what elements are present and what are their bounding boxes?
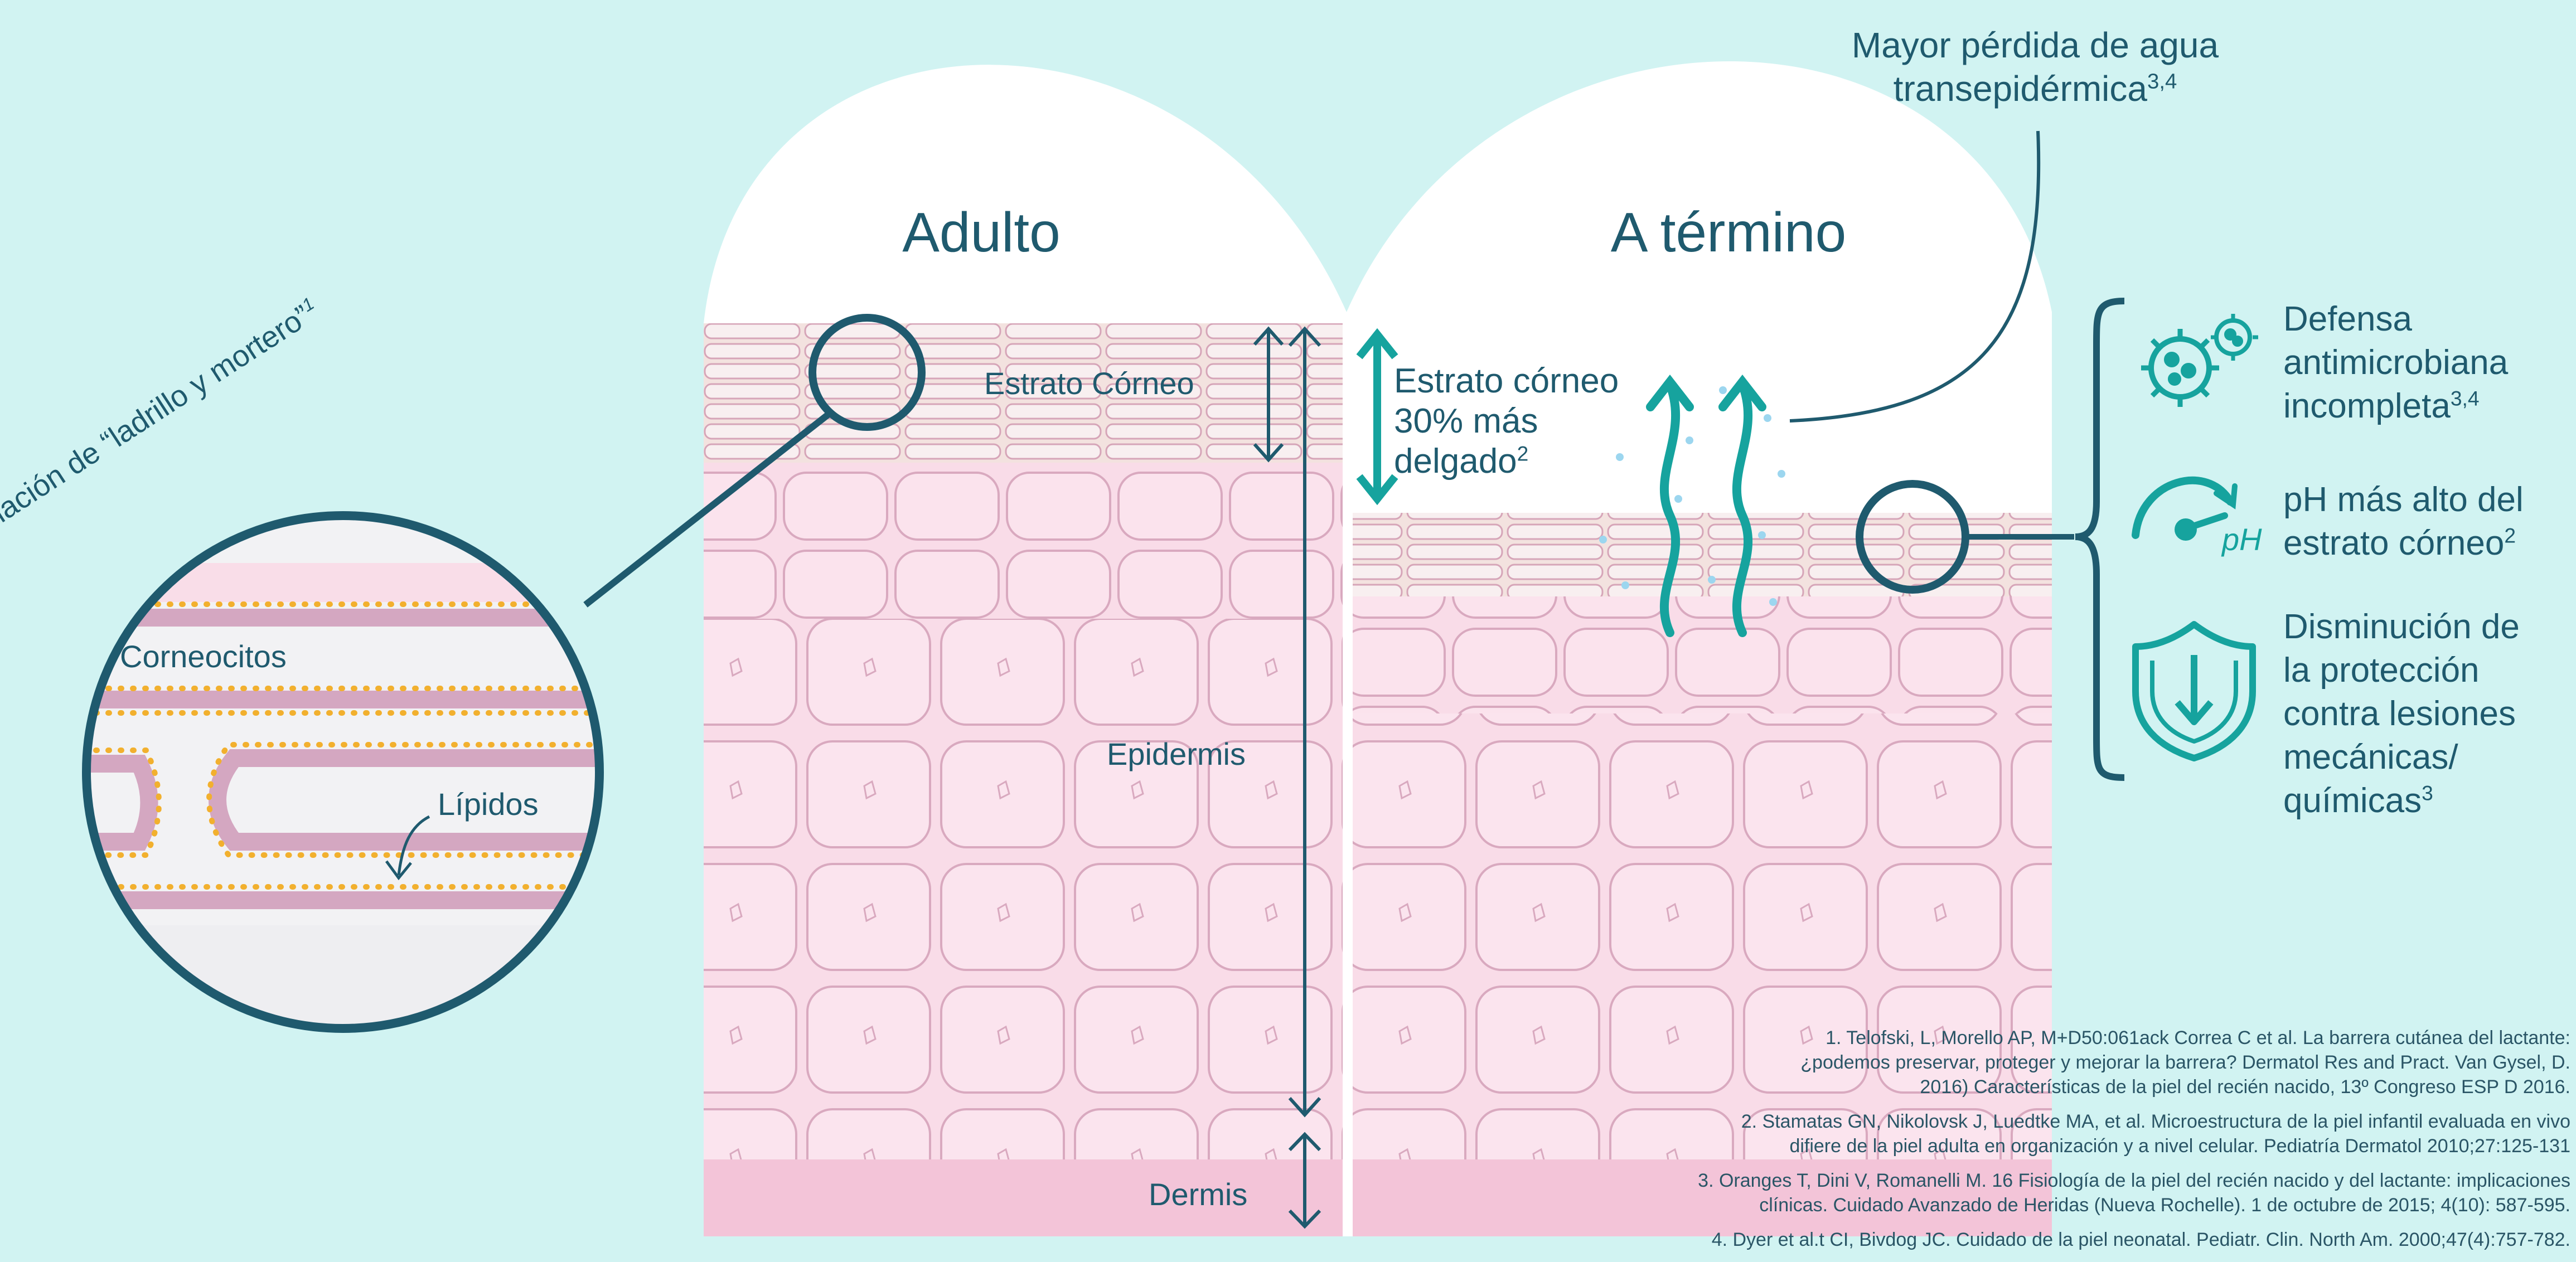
term-stratum-corneum-layer (1352, 513, 2055, 596)
adult-epidermis-layer (704, 619, 1345, 1159)
reference-item: 4. Dyer et al.t CI, Bivdog JC. Cuidado d… (1645, 1227, 2570, 1252)
reference-item: 1. Telofski, L, Morello AP, M+D50:061ack… (1645, 1026, 2570, 1099)
epidermis-label: Epidermis (1107, 736, 1246, 772)
reference-item: 2. Stamatas GN, Nikolovsk J, Luedtke MA,… (1645, 1109, 2570, 1158)
benefit-protection: Disminución de la protección contra lesi… (2283, 605, 2520, 823)
benefit-antimicrobial: Defensa antimicrobiana incompleta3,4 (2283, 298, 2508, 428)
ph-gauge-icon (2136, 480, 2235, 541)
ph-icon-text: pH (2222, 521, 2262, 557)
skin-barrier-infographic: Adulto A término Estrato Córneo Epidermi… (0, 0, 2576, 1236)
water-loss-label: Mayor pérdida de agua transepidérmica3,4 (1812, 23, 2258, 110)
dermis-label: Dermis (1149, 1176, 1247, 1212)
corneocytes-label: Corneocitos (120, 638, 287, 674)
center-divider (1343, 290, 1353, 1236)
benefit-brace (2075, 301, 2124, 778)
shield-icon (2136, 624, 2253, 758)
thinner-stratum-label: Estrato córneo 30% más delgado2 (1394, 361, 1619, 482)
term-upper-epidermis-layer (1352, 596, 2055, 713)
benefit-ph: pH más alto del estrato córneo2 (2283, 478, 2524, 565)
lipids-label: Lípidos (438, 786, 539, 822)
adult-upper-epidermis-layer (704, 463, 1345, 619)
adult-title: Adulto (758, 201, 1204, 265)
reference-item: 3. Oranges T, Dini V, Romanelli M. 16 Fi… (1645, 1168, 2570, 1217)
term-title: A término (1505, 201, 1952, 265)
microbe-icon (2141, 314, 2258, 407)
adult-dermis-layer (704, 1159, 1345, 1236)
references: 1. Telofski, L, Morello AP, M+D50:061ack… (1645, 1026, 2570, 1262)
stratum-corneum-label: Estrato Córneo (984, 365, 1194, 401)
